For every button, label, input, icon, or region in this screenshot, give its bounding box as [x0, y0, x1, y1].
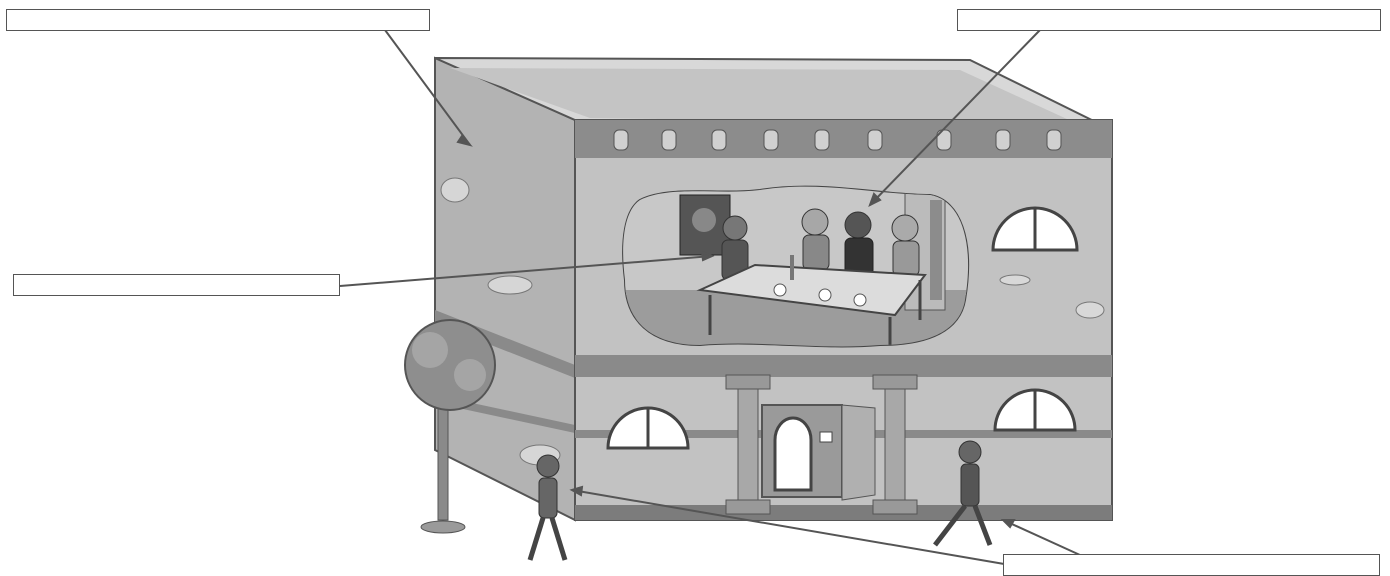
label-building[interactable]	[6, 9, 430, 31]
label-diners[interactable]	[957, 9, 1381, 31]
label-host[interactable]	[13, 274, 340, 296]
label-pedestrians[interactable]	[1003, 554, 1380, 576]
dining-room-cutaway	[620, 185, 980, 360]
diner-figures	[802, 209, 919, 276]
